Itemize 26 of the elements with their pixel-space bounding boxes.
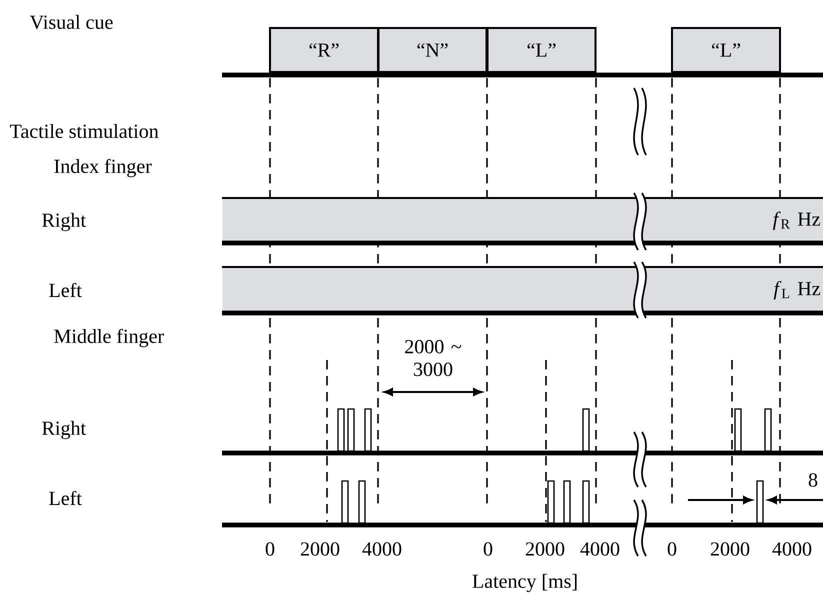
cue-box: “L” [486,27,596,73]
tick-label: 4000 [772,542,812,556]
row-label: Index finger [54,158,152,178]
row-label: Left [49,282,82,298]
stimulation-band: f$_{L}$ Hz [222,266,823,316]
cue-box: “N” [378,27,488,73]
tick-label: 2000 [526,542,564,556]
row-label: Right [42,212,86,232]
duration-label: 2000 ~ 3000 [405,340,462,376]
tick-label: 4000 [362,542,402,556]
tick-label: 2000 [300,542,340,556]
row-label: Right [42,420,86,440]
tick-label: 2000 [710,542,750,556]
cue-box: “R” [269,27,379,73]
row-label: Left [49,490,82,506]
row-label: Middle finger [54,328,164,348]
tick-label: 0 [484,542,492,556]
cue-box: “L” [671,27,781,73]
duration-label: 8 [808,473,818,487]
tick-label: 4000 [580,542,620,556]
axis-title: Latency [ms] [472,574,577,592]
row-label: Tactile stimulation [10,124,158,138]
stimulation-band: f$_{R}$ Hz [222,197,823,246]
tick-label: 0 [266,542,274,556]
row-label: Visual cue [30,14,113,30]
tick-label: 0 [668,542,676,556]
